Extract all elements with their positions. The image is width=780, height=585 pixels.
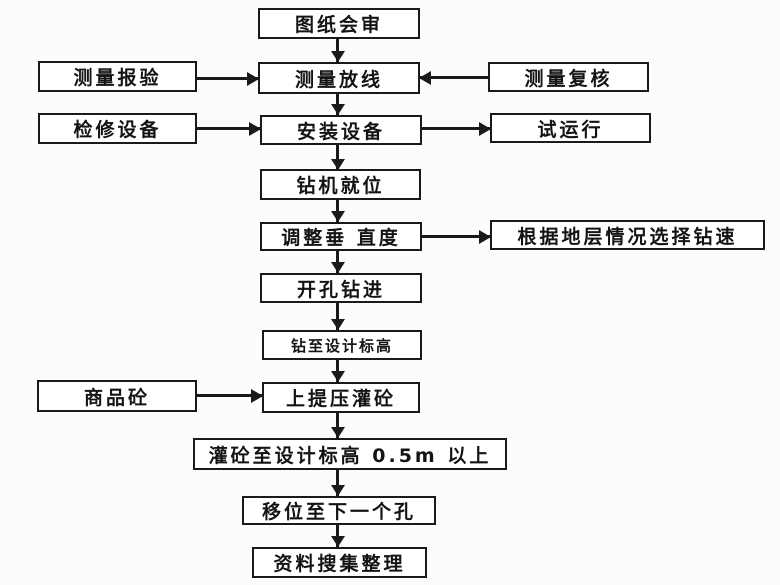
node-trial-run: 试运行	[490, 113, 651, 143]
node-adjust-verticality: 调整垂 直度	[260, 222, 422, 251]
connector-adjust-verticality-to-open-hole-drilling	[336, 251, 339, 273]
node-survey-recheck: 测量复核	[488, 62, 649, 92]
connector-adjust-verticality-to-select-drill-speed	[422, 235, 490, 238]
connector-install-equipment-to-rig-in-position	[336, 145, 339, 170]
connector-survey-inspection-to-survey-layout	[197, 77, 258, 80]
connector-move-to-next-hole-to-data-collection	[336, 525, 339, 547]
node-survey-inspection: 测量报验	[38, 61, 197, 92]
node-survey-layout: 测量放线	[258, 62, 420, 94]
connector-survey-layout-to-install-equipment	[336, 94, 339, 115]
connector-equipment-overhaul-to-install-equipment	[197, 127, 260, 130]
connector-drill-to-design-elevation-to-lift-press-pour	[336, 360, 339, 382]
node-install-equipment: 安装设备	[260, 115, 422, 145]
node-equipment-overhaul: 检修设备	[38, 113, 197, 144]
connector-survey-recheck-to-survey-layout	[420, 76, 488, 79]
connector-open-hole-drilling-to-drill-to-design-elevation	[336, 303, 339, 330]
connector-lift-press-pour-to-pour-to-05m-above	[336, 413, 339, 438]
connector-rig-in-position-to-adjust-verticality	[336, 200, 339, 222]
connector-pour-to-05m-above-to-move-to-next-hole	[336, 470, 339, 496]
node-lift-press-pour-concrete: 上提压灌砼	[262, 382, 420, 413]
node-drawing-review: 图纸会审	[258, 8, 420, 39]
connector-commercial-concrete-to-lift-press-pour	[197, 394, 262, 397]
connector-install-equipment-to-trial-run	[422, 127, 490, 130]
connector-drawing-review-to-survey-layout	[336, 39, 339, 62]
node-open-hole-drilling: 开孔钻进	[260, 273, 422, 303]
node-select-drill-speed: 根据地层情况选择钻速	[490, 220, 765, 250]
node-data-collection: 资料搜集整理	[252, 547, 427, 578]
node-move-to-next-hole: 移位至下一个孔	[242, 496, 436, 525]
node-drill-to-design-elevation: 钻至设计标高	[262, 330, 422, 360]
node-rig-in-position: 钻机就位	[260, 169, 421, 200]
node-commercial-concrete: 商品砼	[37, 380, 197, 412]
node-pour-to-05m-above: 灌砼至设计标高 0.5m 以上	[193, 438, 507, 470]
